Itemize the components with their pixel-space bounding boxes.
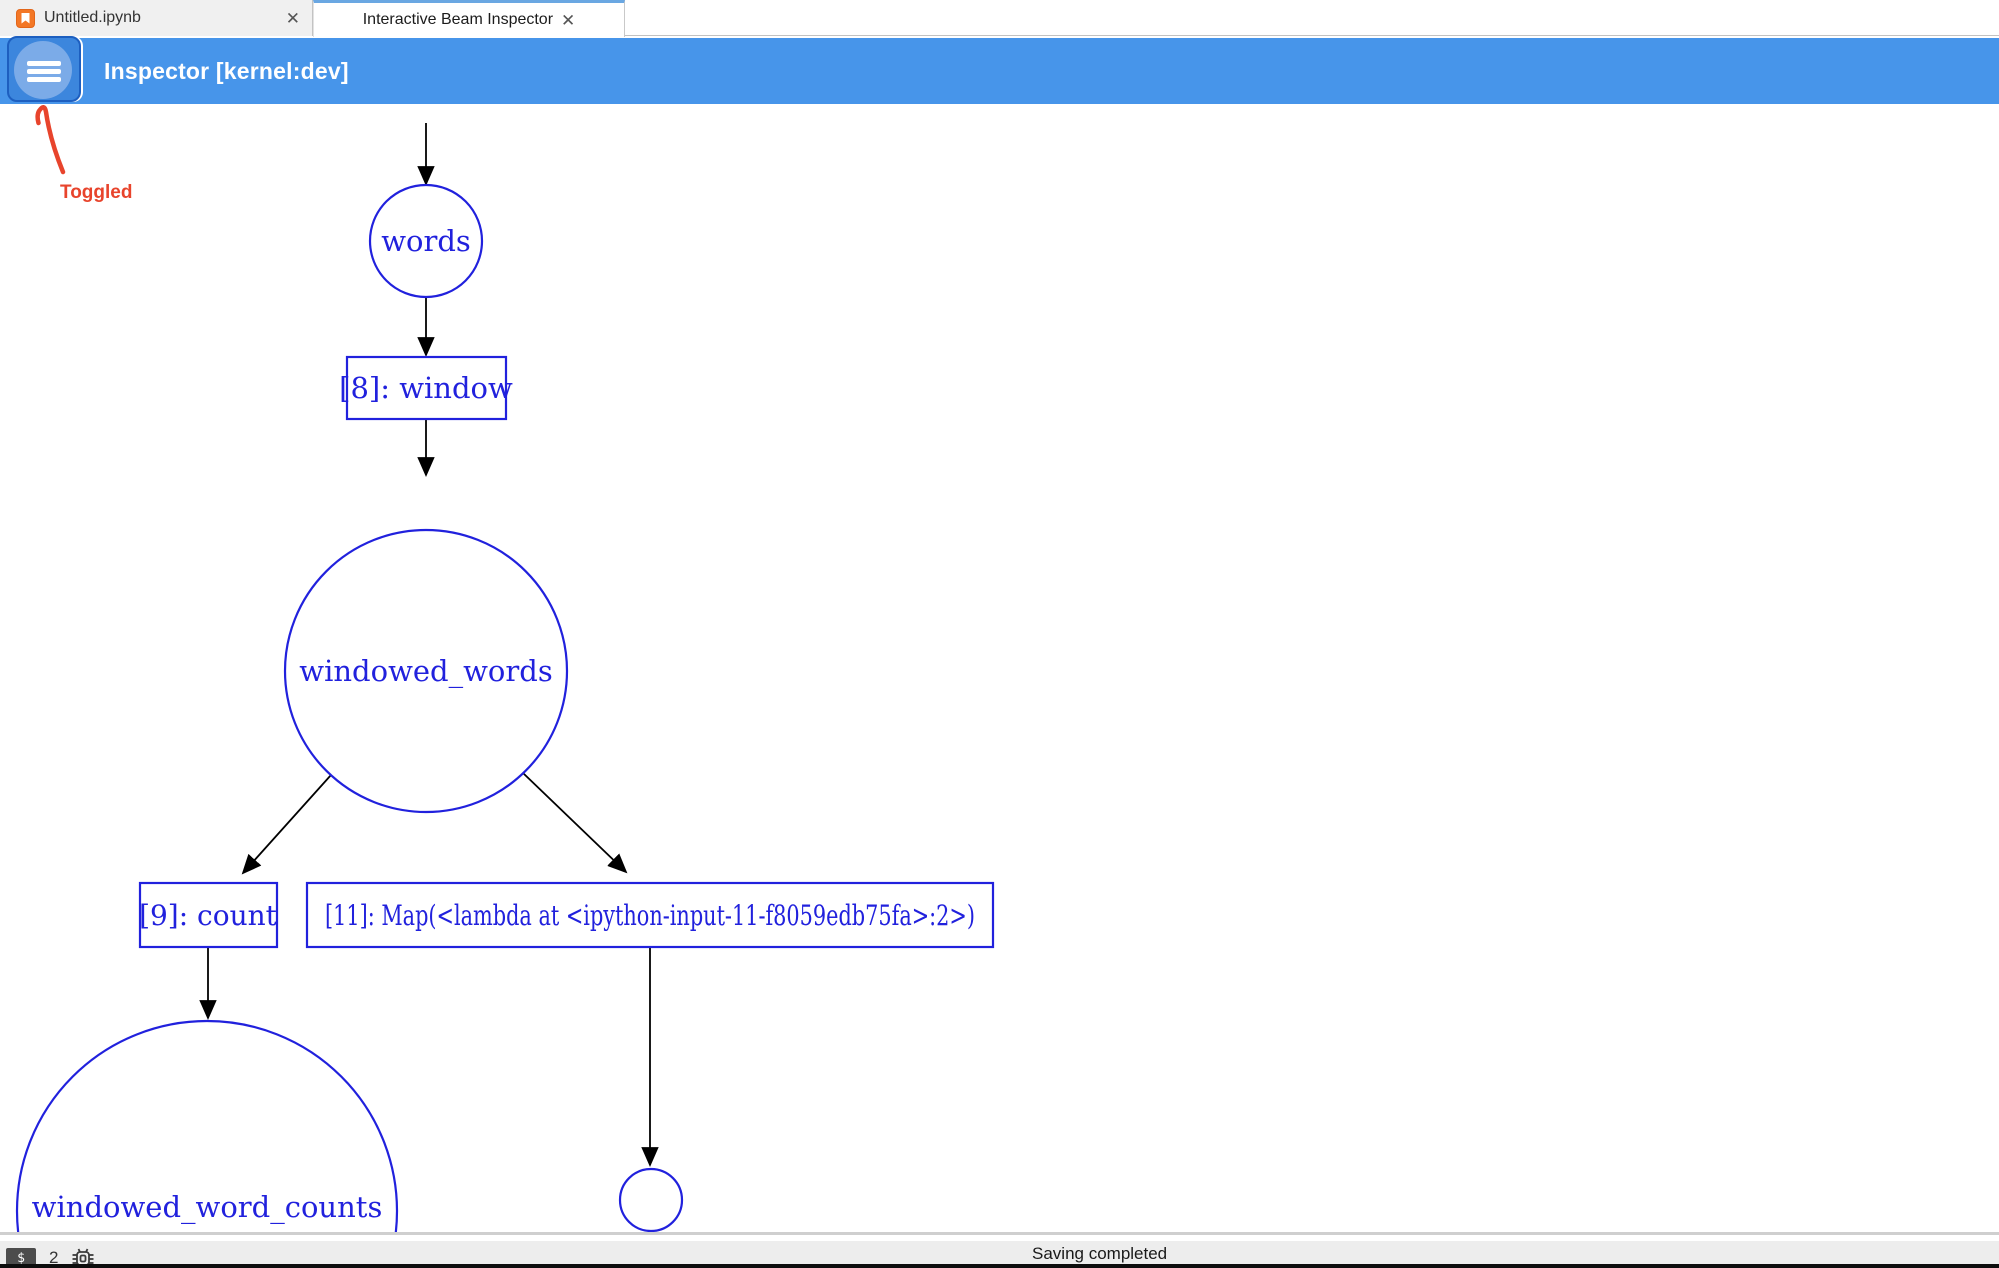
window-bottom-edge (0, 1264, 1999, 1268)
pcollection-node-windowed-word-counts (15, 1019, 399, 1232)
pcollection-node-windowed-words (283, 528, 569, 814)
toggle-options-menu-button[interactable] (7, 36, 81, 102)
inspector-toolbar: Inspector [kernel:dev] (0, 36, 1999, 104)
terminal-count: 2 (49, 1248, 59, 1267)
status-message: Saving completed (1032, 1244, 1168, 1263)
node-label: words (381, 224, 471, 258)
transform-node-count (138, 881, 279, 949)
node-label: [11]: Map(<lambda at <ipython-input-11-f… (325, 899, 975, 932)
edge-windowed-words-to-count (241, 774, 332, 875)
terminal-icon-glyph: $ (17, 1250, 25, 1266)
node-label: windowed_words (299, 654, 552, 689)
pcollection-node-words (368, 183, 484, 299)
node-label: [8]: window (339, 371, 513, 405)
tab-untitled-notebook[interactable]: Untitled.ipynb ✕ (0, 0, 313, 36)
node-label: [9]: count (139, 899, 278, 932)
edge-windowed-words-to-map (522, 772, 628, 874)
inspector-title: Inspector [kernel:dev] (104, 57, 349, 84)
tab-bar: Untitled.ipynb ✕ Interactive Beam Inspec… (0, 0, 1999, 37)
terminal-icon[interactable]: $ (6, 1248, 36, 1268)
tab-label: Interactive Beam Inspector (362, 11, 554, 28)
beam-pipeline-graph: words [8]: window windowed_words [9]: co… (15, 123, 995, 1232)
transform-node-map (305, 881, 995, 949)
hamburger-icon (27, 61, 61, 82)
annotation-label: Toggled (60, 182, 133, 203)
statusbar-divider (0, 1232, 1999, 1235)
terminal-status-group[interactable]: $ 2 (6, 1248, 95, 1268)
tab-interactive-beam-inspector[interactable]: Interactive Beam Inspector ✕ (313, 0, 625, 37)
close-icon[interactable]: ✕ (285, 8, 300, 28)
node-label: windowed_word_counts (32, 1190, 383, 1225)
jupyter-notebook-icon (16, 8, 35, 28)
close-icon[interactable]: ✕ (561, 10, 576, 30)
status-bar: $ 2 Saving completed (0, 1241, 1999, 1268)
transform-node-window (345, 355, 508, 421)
pcollection-node-unnamed (618, 1167, 684, 1232)
tab-label: Untitled.ipynb (44, 9, 141, 26)
